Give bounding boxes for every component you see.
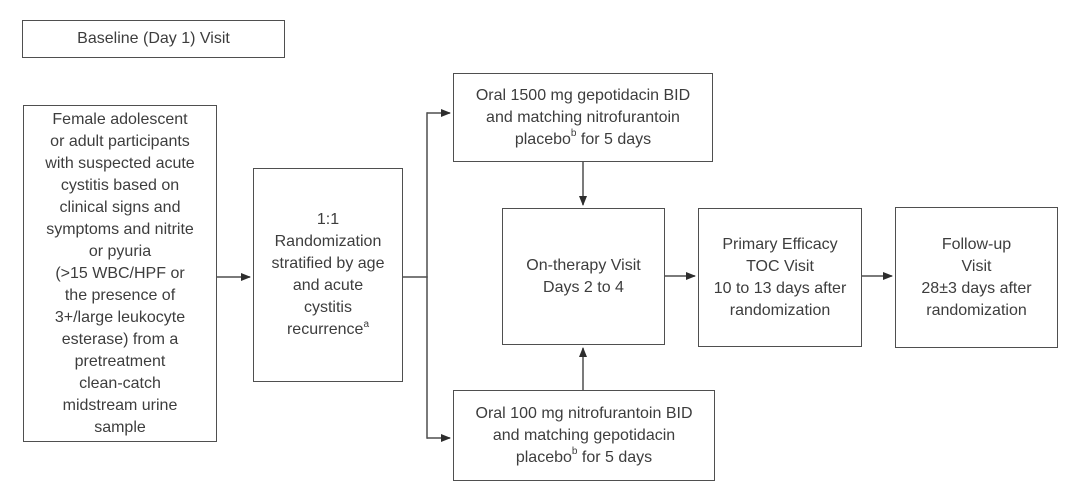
nitrofurantoin-arm-box: Oral 100 mg nitrofurantoin BID and match… [453,390,715,481]
randomization-last-line: recurrencea [287,319,369,341]
arm-bottom-duration-text: for 5 days [577,448,653,466]
arm-top-line3: placebob for 5 days [515,129,651,151]
arm-bottom-placebo-text: placebo [515,448,572,466]
footnote-a-superscript: a [363,318,370,330]
arm-top-placebo-text: placebo [514,130,571,148]
arm-bottom-line1: Oral 100 mg nitrofurantoin BID [475,404,693,422]
baseline-visit-box: Baseline (Day 1) Visit [22,20,285,58]
arm-bottom-line2: and matching gepotidacin [492,426,676,444]
arm-top-line1: Oral 1500 mg gepotidacin BID [475,86,691,104]
footnote-b-superscript: b [570,128,577,140]
arm-top-duration-text: for 5 days [576,130,652,148]
baseline-visit-label: Baseline (Day 1) Visit [77,30,230,47]
randomization-recurrence-text: recurrence [286,321,364,338]
arm-top-line2: and matching nitrofurantoin [486,108,680,126]
gepotidacin-arm-box: Oral 1500 mg gepotidacin BID and matchin… [453,73,713,162]
arm-bottom-line3: placebob for 5 days [516,447,652,469]
footnote-b-superscript: b [571,446,578,458]
